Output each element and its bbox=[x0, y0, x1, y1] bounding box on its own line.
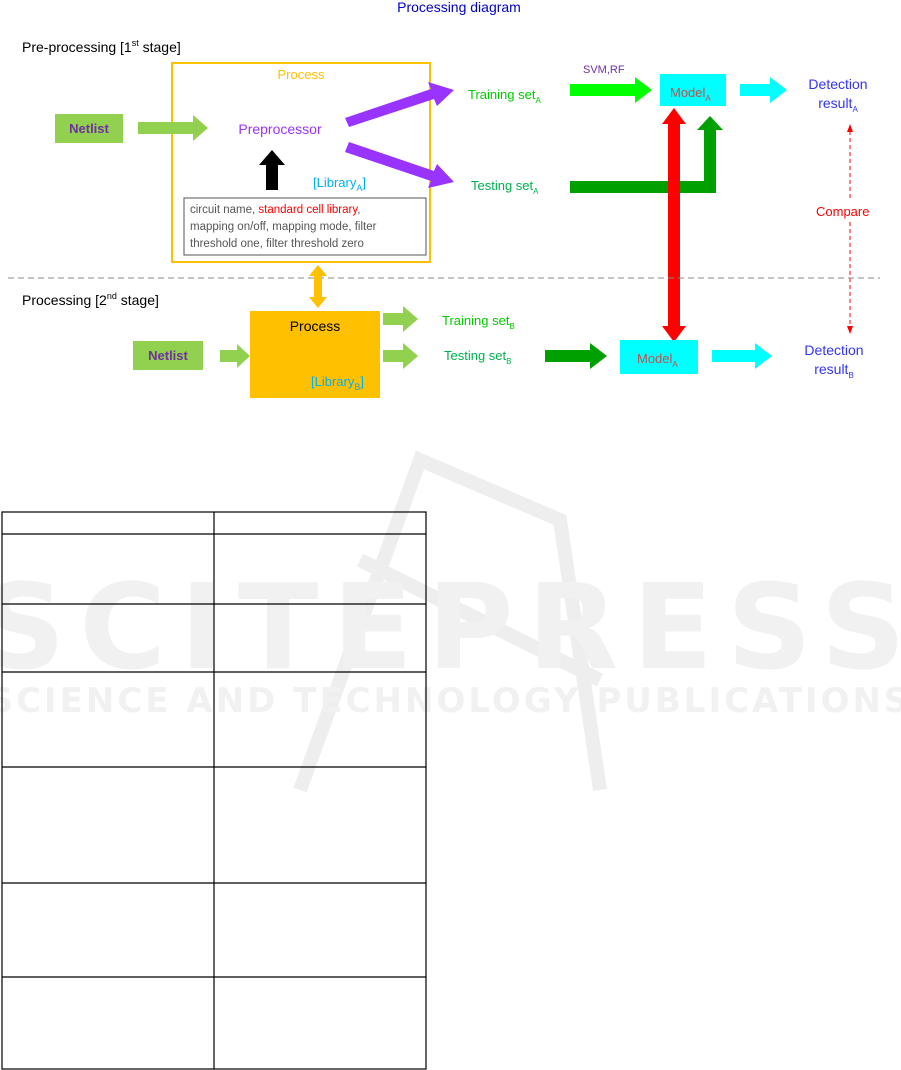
compare-arrowhead-top bbox=[847, 124, 853, 132]
library-a-label: [LibraryA] bbox=[313, 175, 366, 193]
library-b-label: [LibraryB] bbox=[311, 374, 364, 392]
arrow-training-to-model-a bbox=[570, 77, 652, 103]
arrow-model-a-to-detection-a bbox=[740, 77, 787, 103]
detection-result-b-line2: resultB bbox=[814, 361, 854, 380]
watermark-brand: SCITEPRESS bbox=[0, 558, 901, 696]
parameters-line-2: mapping on/off, mapping mode, filter bbox=[190, 221, 377, 233]
arrow-process-to-testing-b bbox=[383, 343, 418, 369]
netlist-b-label: Netlist bbox=[148, 348, 188, 363]
arrow-process-to-training-b bbox=[383, 306, 418, 332]
model-a-label-top: ModelA bbox=[670, 85, 711, 103]
compare-arrowhead-bottom bbox=[847, 326, 853, 334]
arrow-testing-a-to-model-a bbox=[570, 116, 723, 193]
arrow-preprocessor-to-testing bbox=[345, 142, 454, 188]
netlist-a-label: Netlist bbox=[69, 121, 109, 136]
process-label-top: Process bbox=[278, 67, 325, 82]
arrow-preprocessor-to-training bbox=[345, 82, 454, 127]
diagram-title: Processing diagram bbox=[397, 0, 521, 15]
stage2-label: Processing [2nd stage] bbox=[22, 291, 159, 308]
arrow-testing-b-to-model-a bbox=[545, 343, 607, 369]
parameters-box bbox=[183, 197, 427, 256]
arrow-params-to-preprocessor bbox=[259, 150, 285, 190]
detection-result-a-line1: Detection bbox=[808, 76, 867, 92]
netlist-a-box bbox=[55, 114, 123, 143]
training-set-a-label: Training setA bbox=[468, 87, 541, 105]
netlist-b-box bbox=[133, 341, 203, 370]
arrow-stage-link bbox=[309, 265, 327, 308]
detection-result-b-line1: Detection bbox=[804, 342, 863, 358]
arrow-model-a-double bbox=[662, 108, 686, 342]
process-b-label: Process bbox=[290, 318, 341, 334]
model-a-box-top bbox=[660, 74, 726, 106]
stage1-label: Pre-processing [1st stage] bbox=[22, 38, 181, 55]
parameters-line-1: circuit name, standard cell library, bbox=[190, 204, 360, 216]
detection-result-a-line2: resultA bbox=[818, 95, 858, 114]
model-a-label-bottom: ModelA bbox=[637, 351, 678, 369]
scitepress-watermark: SCITEPRESS SCIENCE AND TECHNOLOGY PUBLIC… bbox=[0, 450, 901, 793]
testing-set-a-label: Testing setA bbox=[471, 178, 539, 196]
process-b-box bbox=[250, 311, 380, 398]
model-a-box-bottom bbox=[620, 340, 698, 374]
watermark-tagline: SCIENCE AND TECHNOLOGY PUBLICATIONS bbox=[0, 681, 901, 721]
svm-rf-label: SVM,RF bbox=[583, 64, 625, 76]
empty-table bbox=[1, 511, 427, 1070]
arrow-netlist-b-to-process bbox=[220, 344, 250, 368]
training-set-b-label: Training setB bbox=[442, 313, 515, 331]
parameters-line-3: threshold one, filter threshold zero bbox=[190, 238, 364, 250]
process-box-outline bbox=[171, 62, 431, 263]
compare-label: Compare bbox=[816, 204, 869, 219]
testing-set-b-label: Testing setB bbox=[444, 348, 512, 366]
arrow-model-a-to-detection-b bbox=[712, 343, 772, 369]
arrow-netlist-to-preprocessor bbox=[138, 115, 208, 141]
preprocessor-label: Preprocessor bbox=[238, 121, 322, 137]
compare-label-bg bbox=[812, 200, 886, 222]
